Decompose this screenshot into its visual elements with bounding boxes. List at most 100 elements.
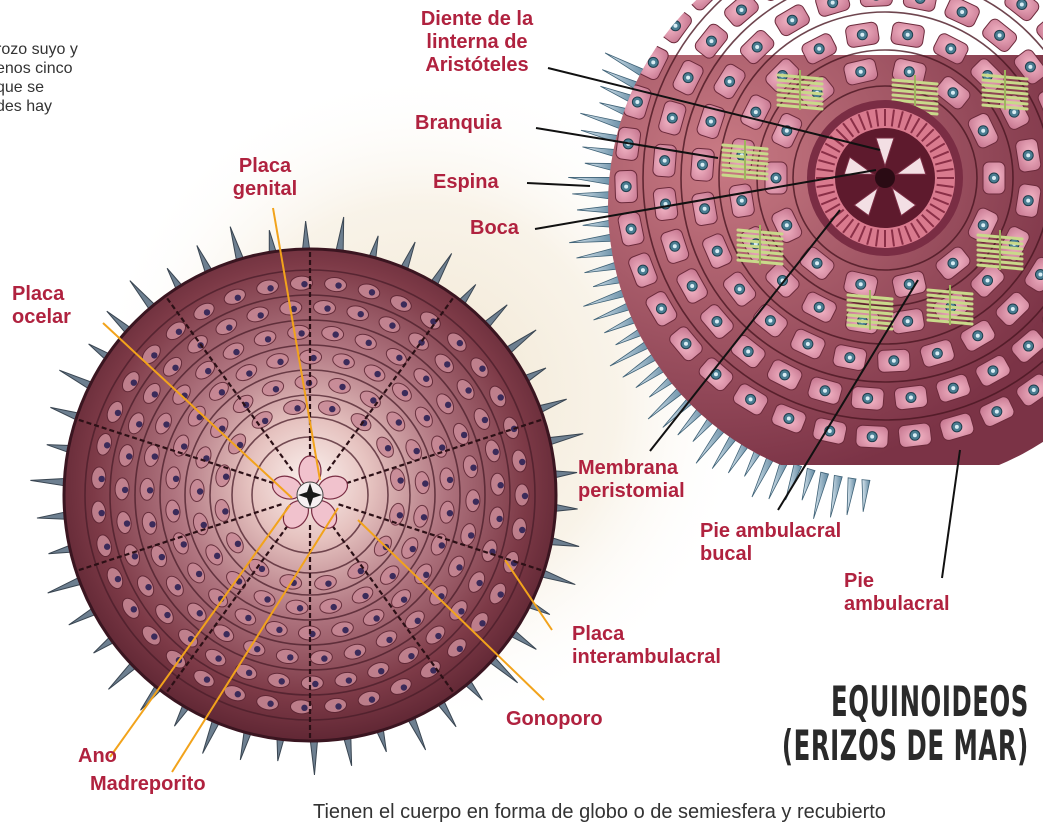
ray-line bbox=[77, 418, 282, 487]
tubercle bbox=[397, 477, 404, 484]
ambulacral-rays bbox=[77, 251, 543, 739]
oral-view bbox=[568, 0, 1043, 519]
tubercle bbox=[456, 564, 463, 571]
spine bbox=[801, 467, 816, 501]
leader-lines-aboral bbox=[102, 207, 553, 773]
tube-foot-center bbox=[662, 158, 667, 163]
tubercle bbox=[408, 652, 415, 660]
tubercle bbox=[339, 383, 346, 391]
tubercle bbox=[163, 421, 170, 428]
tubercle bbox=[400, 684, 408, 691]
tubercle bbox=[234, 691, 242, 698]
tubercle bbox=[114, 575, 122, 583]
spine bbox=[846, 477, 857, 516]
tube-foot-center bbox=[905, 319, 910, 324]
tube-foot-center bbox=[935, 351, 940, 356]
tubercle bbox=[467, 532, 475, 539]
tube-foot-center bbox=[992, 176, 996, 180]
tube-foot-center bbox=[905, 32, 910, 37]
tubercle bbox=[222, 473, 230, 480]
tubercle bbox=[389, 322, 396, 329]
membrane-ridge bbox=[857, 113, 867, 131]
gill bbox=[721, 140, 769, 181]
tube-foot-center bbox=[823, 388, 828, 393]
tubercle bbox=[400, 301, 408, 308]
tubercle bbox=[287, 654, 294, 661]
tubercle bbox=[151, 633, 158, 640]
tubercle bbox=[460, 431, 468, 439]
plate-ring bbox=[680, 0, 1043, 383]
tube-foot-center bbox=[768, 318, 773, 323]
gill bbox=[926, 285, 974, 326]
membrane-ridge bbox=[818, 159, 836, 166]
label-branquia: Branquia bbox=[415, 112, 502, 134]
tube-foot-center bbox=[748, 397, 753, 402]
membrane-ridge bbox=[824, 203, 841, 214]
tubercle bbox=[321, 655, 328, 662]
tube-foot-center bbox=[739, 198, 744, 203]
tubercle bbox=[276, 626, 283, 634]
tube-foot-center bbox=[860, 32, 865, 37]
tube-foot-center bbox=[817, 46, 822, 51]
tubercle bbox=[438, 542, 446, 549]
tubercle bbox=[180, 541, 187, 548]
tube-foot-center bbox=[755, 45, 760, 50]
tube-foot-center bbox=[908, 395, 913, 400]
tubercle bbox=[423, 414, 431, 422]
plate-ring bbox=[184, 369, 436, 621]
tube-foot-center bbox=[1038, 272, 1043, 277]
tube-foot-center bbox=[683, 341, 688, 346]
tubercle bbox=[345, 677, 353, 684]
tubercle bbox=[174, 583, 182, 591]
tubercle bbox=[325, 580, 332, 587]
tube-foot-center bbox=[997, 33, 1002, 38]
membrane-ridge bbox=[921, 128, 935, 142]
mouth bbox=[875, 168, 895, 188]
tube-foot-center bbox=[870, 434, 875, 439]
tubercle bbox=[218, 389, 226, 396]
tubercle bbox=[103, 543, 111, 550]
plate-ring bbox=[718, 11, 1043, 345]
label-ano: Ano bbox=[78, 745, 117, 767]
title-line-1: EQUINOIDEOS bbox=[831, 677, 1029, 726]
membrane-ridge bbox=[925, 208, 941, 221]
aboral-view bbox=[30, 216, 584, 776]
tubercle bbox=[164, 611, 171, 619]
tube-foot-center bbox=[951, 386, 956, 391]
tubercle bbox=[335, 703, 342, 710]
membrane-ridge bbox=[921, 214, 935, 228]
tube-foot bbox=[914, 0, 926, 4]
tube-foot-center bbox=[686, 75, 691, 80]
tubercle bbox=[215, 655, 222, 662]
plate bbox=[759, 0, 795, 1]
tubercle bbox=[234, 540, 242, 548]
tubercle bbox=[332, 331, 339, 338]
tube-foot-center bbox=[1010, 306, 1015, 311]
tubercle bbox=[151, 453, 159, 460]
membrane-ridge bbox=[897, 111, 904, 129]
tube-foot-center bbox=[990, 368, 995, 373]
leader-pie-bucal bbox=[777, 279, 919, 511]
membrane-ridge bbox=[929, 203, 946, 214]
tubercle bbox=[472, 498, 480, 505]
tube-foot-center bbox=[709, 39, 714, 44]
tubercle bbox=[301, 704, 308, 712]
tubercle bbox=[479, 620, 486, 627]
tubercle bbox=[245, 614, 252, 622]
intro-text: rozo suyo y enos cinco que se des hay bbox=[0, 41, 78, 115]
tubercle bbox=[362, 592, 369, 600]
plate-ring bbox=[642, 0, 1043, 421]
tubercle bbox=[401, 389, 409, 397]
tube-foot-center bbox=[672, 244, 677, 249]
tubercle bbox=[370, 397, 377, 404]
leader-placa-interambulacral bbox=[504, 559, 553, 631]
tubercle bbox=[430, 318, 437, 325]
tube-foot-center bbox=[912, 433, 917, 438]
leader-ano bbox=[109, 504, 291, 758]
title-line-2: (ERIZOS DE MAR) bbox=[781, 721, 1029, 770]
tubercle bbox=[458, 608, 465, 615]
membrane-ridge bbox=[903, 225, 913, 243]
tubercle bbox=[261, 417, 269, 425]
tube-foot-center bbox=[954, 424, 959, 429]
